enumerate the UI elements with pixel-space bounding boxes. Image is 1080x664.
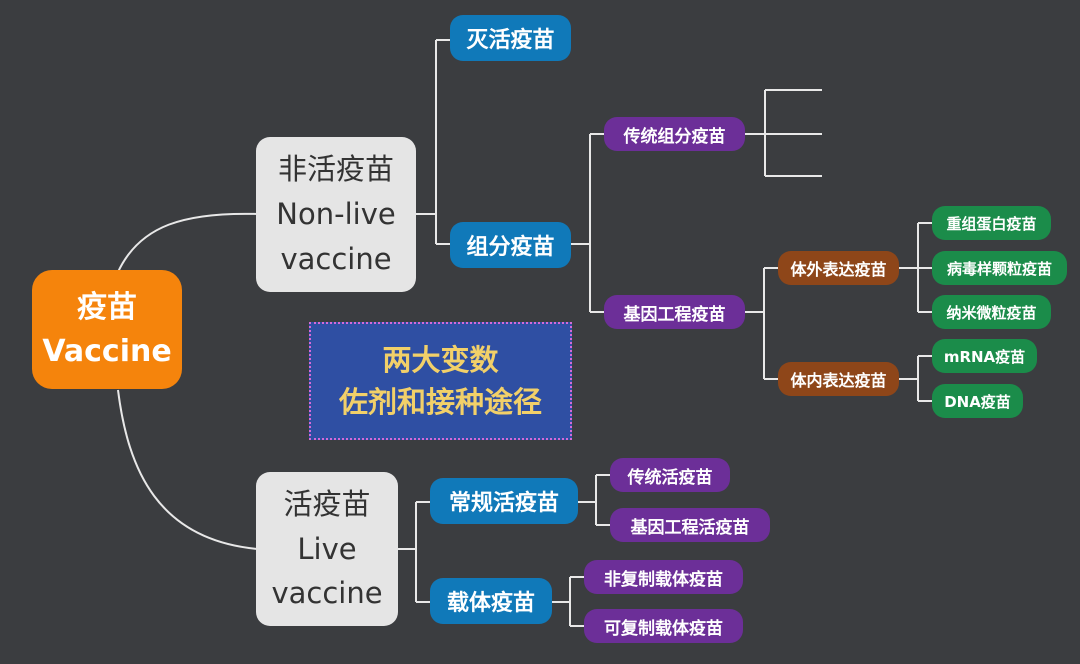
live-label-en-2: vaccine (271, 576, 383, 611)
node-genetic-engineering-vaccine: 基因工程疫苗 (604, 295, 745, 329)
root-label-zh: 疫苗 (77, 290, 137, 325)
node-genetic-engineering-live-vaccine: 基因工程活疫苗 (610, 508, 770, 542)
live-label-en-1: Live (297, 531, 357, 566)
note-two-variables: 两大变数 佐剂和接种途径 (309, 322, 572, 440)
node-mrna-vaccine: mRNA疫苗 (932, 339, 1037, 373)
node-vector-vaccine: 载体疫苗 (430, 578, 552, 624)
non-live-label-zh: 非活疫苗 (277, 152, 394, 187)
node-in-vivo-expression-vaccine: 体内表达疫苗 (778, 362, 899, 396)
node-traditional-subunit-vaccine: 传统组分疫苗 (604, 117, 745, 151)
node-conventional-live-vaccine: 常规活疫苗 (430, 478, 578, 524)
node-virus-like-particle-vaccine: 病毒样颗粒疫苗 (932, 251, 1067, 285)
node-non-live-vaccine: 非活疫苗 Non-live vaccine (256, 137, 416, 292)
node-non-replicating-vector-vaccine: 非复制载体疫苗 (584, 560, 743, 594)
connector-root-nonlive (117, 212, 259, 273)
node-replicating-vector-vaccine: 可复制载体疫苗 (584, 609, 743, 643)
connector-root-live (117, 389, 259, 550)
non-live-label-en-1: Non-live (276, 197, 396, 232)
node-inactivated-vaccine: 灭活疫苗 (450, 15, 571, 61)
node-subunit-vaccine: 组分疫苗 (450, 222, 571, 268)
note-line-1: 两大变数 (382, 342, 499, 377)
node-in-vitro-expression-vaccine: 体外表达疫苗 (778, 251, 899, 285)
node-nanoparticle-vaccine: 纳米微粒疫苗 (932, 295, 1051, 329)
node-dna-vaccine: DNA疫苗 (932, 384, 1023, 418)
root-node-vaccine: 疫苗 Vaccine (32, 270, 182, 389)
live-label-zh: 活疫苗 (283, 486, 371, 521)
non-live-label-en-2: vaccine (280, 241, 392, 276)
node-traditional-live-vaccine: 传统活疫苗 (610, 458, 730, 492)
note-line-2: 佐剂和接种途径 (338, 385, 542, 419)
node-recombinant-protein-vaccine: 重组蛋白疫苗 (932, 206, 1051, 240)
node-live-vaccine: 活疫苗 Live vaccine (256, 472, 398, 626)
root-label-en: Vaccine (42, 333, 172, 369)
